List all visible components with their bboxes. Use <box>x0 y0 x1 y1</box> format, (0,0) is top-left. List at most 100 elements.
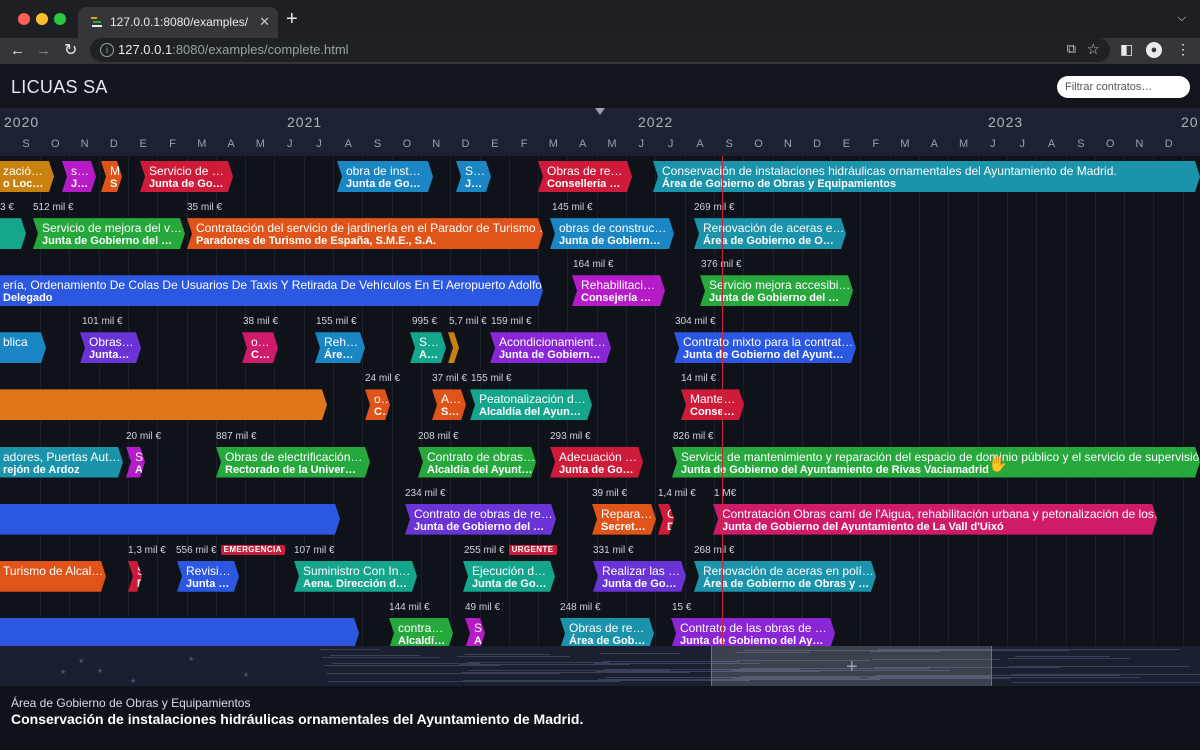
amount-text: 269 mil € <box>694 202 735 214</box>
contract-bar[interactable]: blica <box>0 332 46 363</box>
contract-bar[interactable]: o…C… <box>242 332 278 363</box>
contract-bar[interactable]: Servicio de mejora del v…Junta de Gobier… <box>33 218 185 249</box>
contract-bar[interactable]: Peatonalización d…Alcaldía del Ayun… <box>470 389 592 420</box>
month-label: M <box>197 138 207 150</box>
contract-bar[interactable]: Obras de re…Conselleria … <box>538 161 632 192</box>
bookmark-star-icon[interactable]: ☆ <box>1086 41 1100 58</box>
profile-avatar-icon[interactable]: ● <box>1146 42 1162 58</box>
back-arrow-icon[interactable]: ← <box>10 42 25 59</box>
contract-bar[interactable]: A…S… <box>432 389 466 420</box>
contract-title: M <box>110 164 120 178</box>
filter-contracts-input[interactable] <box>1057 76 1190 98</box>
contract-bar[interactable]: o…C… <box>365 389 390 420</box>
contract-bar[interactable]: Contratación Obras camí de l'Aigua, reha… <box>713 504 1157 535</box>
contract-bar[interactable]: Obras de re…Área de Gob… <box>560 618 654 646</box>
contract-bar[interactable]: Ejecución d…Junta de Go… <box>463 561 555 592</box>
contract-bar[interactable]: Renovación de aceras en polí…Área de Gob… <box>694 561 876 592</box>
minimap-viewport[interactable]: + <box>711 646 992 686</box>
browser-tab[interactable]: 127.0.0.1:8080/examples/complete.html ✕ <box>78 7 278 38</box>
close-window-button[interactable] <box>18 13 30 25</box>
contract-bar[interactable]: s…J… <box>62 161 96 192</box>
contract-bar[interactable]: obras de construc…Junta de Gobiern… <box>550 218 674 249</box>
contract-bar[interactable]: Contrato mixto para la contrat…Junta de … <box>674 332 856 363</box>
contract-bar[interactable]: ería, Ordenamiento De Colas De Usuarios … <box>0 275 543 306</box>
contract-bar[interactable]: Turismo de Alcal… <box>0 561 106 592</box>
contract-amount: 268 mil € <box>694 545 735 556</box>
today-line <box>722 156 723 646</box>
contract-bar[interactable]: Conservación de instalaciones hidráulica… <box>653 161 1200 192</box>
contract-bar[interactable] <box>0 504 340 535</box>
tab-close-icon[interactable]: ✕ <box>259 14 270 29</box>
contract-bar[interactable] <box>0 618 359 646</box>
new-tab-button[interactable]: + <box>286 8 298 30</box>
contract-bar[interactable]: Revisi…Junta … <box>177 561 239 592</box>
timeline-minimap[interactable]: ★★★★★★ + <box>0 646 1200 686</box>
contract-bar[interactable]: S…J… <box>456 161 491 192</box>
month-label: N <box>1135 138 1144 150</box>
contract-bar[interactable]: adores, Puertas Aut…rejón de Ardoz <box>0 447 123 478</box>
month-label: A <box>344 138 352 150</box>
reload-icon[interactable]: ↻ <box>64 42 78 59</box>
contract-title: Contrato mixto para la contrat… <box>683 335 854 350</box>
browser-menu-icon[interactable]: ⋮ <box>1176 41 1190 57</box>
contract-bar[interactable]: S…A… <box>410 332 446 363</box>
minimap-contract-line <box>604 669 800 670</box>
contract-bar[interactable]: zació…o Loc… <box>0 161 54 192</box>
contract-bar[interactable]: obra de inst…Junta de Go… <box>337 161 433 192</box>
contract-bar[interactable]: Servicio de …Junta de Go… <box>140 161 233 192</box>
contract-bar[interactable]: Contratación del servicio de jardinería … <box>187 218 543 249</box>
month-gridline <box>420 156 422 646</box>
contract-bar[interactable]: Realizar las …Junta de Go… <box>593 561 686 592</box>
contract-organization: Junta de Go… <box>346 178 421 190</box>
contract-bar[interactable]: contra…Alcaldí… <box>389 618 453 646</box>
contract-bar[interactable]: Contrato de las obras de …Junta de Gobie… <box>671 618 835 646</box>
address-bar[interactable]: i 127.0.0.1:8080/examples/complete.html … <box>90 38 1110 62</box>
month-gridline <box>626 156 627 646</box>
maximize-window-button[interactable] <box>54 13 66 25</box>
minimize-window-button[interactable] <box>36 13 48 25</box>
contract-amount: 164 mil € <box>573 259 614 270</box>
contract-bar[interactable]: Obras de electrificación…Rectorado de la… <box>216 447 370 478</box>
minimap-contract-line <box>1007 658 1130 659</box>
forward-arrow-icon[interactable]: → <box>36 42 51 59</box>
site-info-icon[interactable]: i <box>100 43 114 57</box>
amount-text: 37 mil € <box>432 373 468 385</box>
side-panel-icon[interactable]: ◧ <box>1120 41 1134 57</box>
contract-bar[interactable] <box>0 389 327 420</box>
contract-organization: Junta de Gobierno del … <box>42 235 173 248</box>
contract-bar[interactable]: Servicio de mantenimiento y reparación d… <box>672 447 1200 478</box>
contract-bar[interactable]: Mante…Conse… <box>681 389 744 420</box>
minimap-contract-line <box>463 680 750 681</box>
contract-bar[interactable] <box>0 218 26 249</box>
contract-bar[interactable]: Adecuación …Junta de Go… <box>550 447 643 478</box>
contract-bar[interactable]: Reh…Áre… <box>315 332 365 363</box>
minimap-contract-line <box>1011 674 1200 675</box>
amount-text: 1,4 mil € <box>658 487 696 499</box>
contract-bar[interactable]: Servicio mejora accesibi…Junta de Gobier… <box>700 275 853 306</box>
contract-bar[interactable] <box>448 332 459 363</box>
contract-bar[interactable]: Repara…Secret… <box>592 504 656 535</box>
contract-organization: Paradores de Turismo de España, S.M.E., … <box>196 235 437 248</box>
amount-text: 1,3 mil € <box>128 544 166 556</box>
minimap-contract-line <box>872 659 1000 660</box>
contract-bar[interactable]: Acondicionamient…Junta de Gobiern… <box>490 332 611 363</box>
minimap-contract-line <box>1009 666 1190 667</box>
share-icon[interactable]: ⧉ <box>1066 41 1076 56</box>
contract-bar[interactable]: Suministro Con In…Aena. Dirección d… <box>294 561 417 592</box>
tab-search-chevron-icon[interactable]: ⌵ <box>1177 12 1186 24</box>
current-position-marker-icon[interactable] <box>595 108 605 115</box>
url-text[interactable]: 127.0.0.1:8080/examples/complete.html <box>118 42 349 57</box>
contract-bar[interactable]: Renovación de aceras e…Área de Gobierno … <box>694 218 846 249</box>
contract-bar[interactable]: Obras…Junta… <box>80 332 141 363</box>
contract-bar[interactable]: Contrato de obras…Alcaldía del Ayunt… <box>418 447 536 478</box>
contract-bar[interactable]: Rehabilitaci…Consejería … <box>572 275 665 306</box>
contract-bar[interactable]: Contrato de obras de re…Junta de Gobiern… <box>405 504 556 535</box>
contract-amount: 155 mil € <box>471 373 512 384</box>
